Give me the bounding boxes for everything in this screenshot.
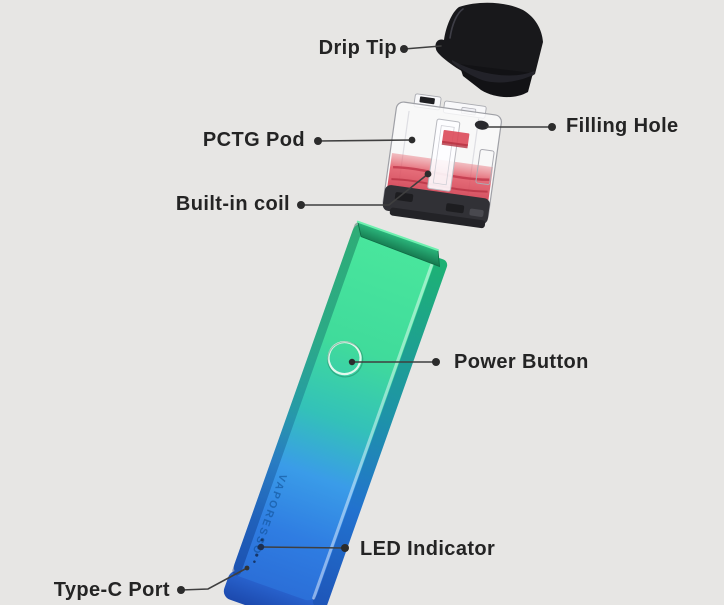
connector-endpoint-pctg-pod (408, 136, 416, 144)
connector-dots (177, 45, 556, 594)
connector-line-pctg-pod (317, 139, 413, 142)
drip-tip-inner-shade (452, 60, 535, 83)
connector-endpoint-built-in-coil (424, 170, 432, 178)
body-side-face (312, 258, 448, 605)
connector-line-led-indicator (260, 546, 346, 549)
label-filling-hole: Filling Hole (566, 115, 679, 137)
drip-tip-highlight (449, 8, 464, 39)
label-drip-tip: Drip Tip (318, 37, 397, 59)
connector-dot-filling-hole (548, 123, 556, 131)
pod-side-frame (475, 148, 495, 186)
connector-line-type-c-port (180, 567, 248, 591)
pod-graphic (382, 93, 502, 229)
label-built-in-coil: Built-in coil (175, 193, 290, 215)
filling-hole-plug (474, 120, 489, 130)
body-left-edge-shade (232, 222, 364, 576)
connector-dot-built-in-coil (297, 201, 305, 209)
label-led-indicator: LED Indicator (360, 538, 496, 560)
connector-dot-pctg-pod (314, 137, 322, 145)
drip-tip-graphic (435, 2, 543, 98)
connector-dot-led-indicator (341, 544, 349, 552)
power-button-ring-shadow (327, 341, 364, 378)
pod-base-lip (389, 207, 486, 229)
connector-endpoint-type-c-port (244, 565, 250, 571)
drip-tip-lip (459, 64, 533, 98)
pod-base-slots (394, 192, 484, 217)
drip-tip-body (435, 2, 543, 84)
connector-dot-type-c-port (177, 586, 185, 594)
body-top-rim-highlight (356, 220, 439, 252)
body-right-edge-highlight (312, 252, 438, 600)
power-button-ring (327, 340, 362, 376)
label-pctg-pod: PCTG Pod (202, 129, 305, 151)
connector-dot-power-button (432, 358, 440, 366)
pod-chimney-inner (432, 125, 455, 186)
label-type-c-port: Type-C Port (53, 579, 170, 601)
label-power-button: Power Button (454, 351, 589, 373)
connector-endpoint-led-indicator (257, 543, 265, 551)
body-front-face (233, 223, 437, 601)
device-body-graphic: VAPORESSO (223, 220, 448, 605)
connectors (180, 45, 553, 591)
pod-coil-head-shade (441, 140, 468, 149)
connector-line-built-in-coil (300, 173, 429, 206)
body-foot (223, 570, 315, 605)
connector-dot-drip-tip (400, 45, 408, 53)
connector-endpoint-power-button (348, 358, 356, 366)
connector-line-drip-tip (403, 45, 442, 50)
